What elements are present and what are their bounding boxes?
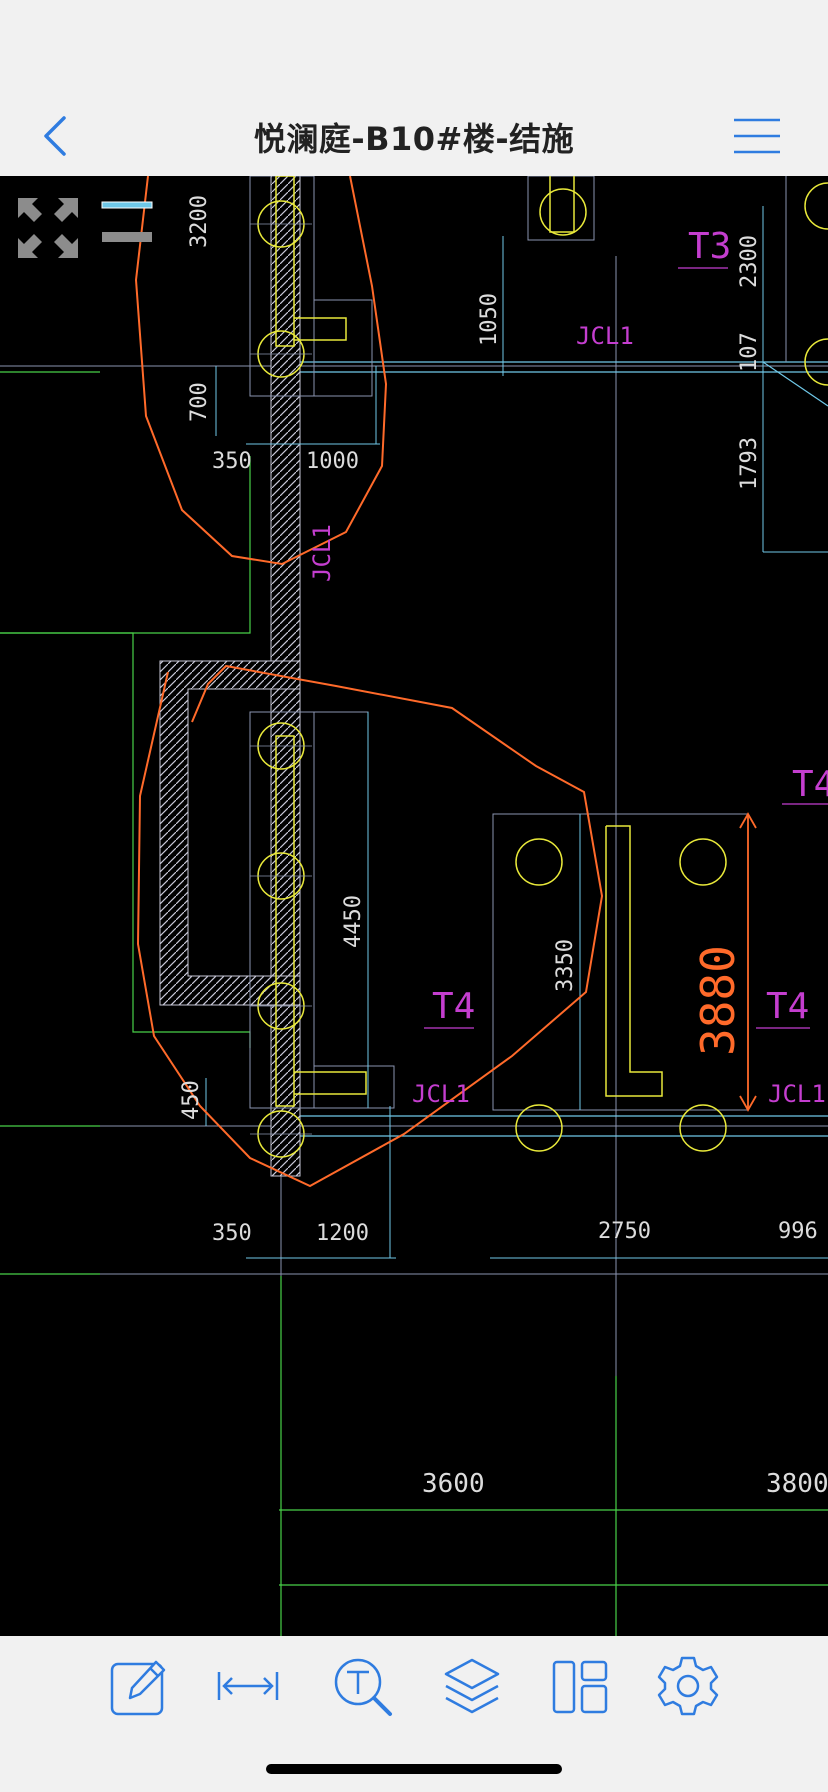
dim-2300: 2300 [737, 235, 762, 288]
text-search-icon [334, 1658, 392, 1716]
hamburger-menu-icon [734, 118, 780, 154]
layout-button[interactable] [548, 1654, 612, 1718]
label-t3: T3 [688, 226, 731, 267]
back-button[interactable] [38, 112, 78, 160]
label-t4-a: T4 [792, 764, 828, 805]
dim-3600: 3600 [422, 1469, 485, 1499]
wall-hatch-u [159, 660, 301, 1006]
dim-996: 996 [778, 1219, 818, 1244]
dim-2750: 2750 [598, 1219, 651, 1244]
dim-3350: 3350 [553, 939, 578, 992]
settings-icon [657, 1656, 719, 1716]
line-weight-icon [101, 201, 153, 242]
dim-1200: 1200 [316, 1221, 369, 1246]
drawing-canvas[interactable]: T3 JCL1 JCL1 T4 T4 T4 JCL1 JCL1 3200 700… [0, 176, 828, 1636]
dim-3880: 3880 [691, 945, 745, 1056]
layout-icon [552, 1660, 608, 1714]
dimension-lines [205, 206, 828, 1259]
revision-clouds [134, 176, 604, 1188]
page-title: 悦澜庭-B10#楼-结施 [253, 120, 575, 158]
label-jcl1-b: JCL1 [308, 524, 336, 582]
label-underlines [424, 267, 828, 1029]
pile-crosshairs [250, 223, 312, 1135]
dim-107: 107 [737, 332, 762, 372]
navigation-bar: 悦澜庭-B10#楼-结施 [0, 96, 828, 176]
status-bar [0, 0, 828, 96]
cad-drawing: T3 JCL1 JCL1 T4 T4 T4 JCL1 JCL1 3200 700… [0, 176, 828, 1636]
layers-icon [444, 1658, 500, 1714]
label-t4-c: T4 [766, 986, 809, 1027]
dim-700: 700 [187, 382, 212, 422]
dim-350-top: 350 [212, 449, 252, 474]
edit-icon [110, 1660, 166, 1716]
dimension-3880-arrow [739, 812, 757, 1112]
chevron-left-icon [44, 116, 66, 156]
dim-3200: 3200 [187, 195, 212, 248]
measure-icon [217, 1672, 279, 1700]
label-t4-b: T4 [432, 986, 475, 1027]
dim-1793: 1793 [737, 437, 762, 490]
fullscreen-button[interactable] [16, 196, 80, 260]
line-weight-button[interactable] [100, 200, 156, 248]
label-jcl1-c: JCL1 [412, 1080, 470, 1108]
dim-1000: 1000 [306, 449, 359, 474]
settings-button[interactable] [656, 1654, 720, 1718]
dim-350-bottom: 350 [212, 1221, 252, 1246]
layers-button[interactable] [440, 1654, 504, 1718]
home-indicator [266, 1764, 562, 1774]
text-search-button[interactable] [330, 1654, 394, 1718]
menu-button[interactable] [732, 114, 782, 158]
measure-button[interactable] [216, 1654, 280, 1718]
dim-450: 450 [179, 1080, 204, 1120]
label-jcl1-a: JCL1 [576, 322, 634, 350]
expand-arrows-icon [18, 198, 78, 258]
label-jcl1-d: JCL1 [768, 1080, 826, 1108]
dim-1050: 1050 [477, 293, 502, 346]
dim-3800: 3800 [766, 1469, 828, 1499]
edit-button[interactable] [106, 1654, 170, 1718]
foundation-outlines [249, 176, 787, 1111]
cyan-lines [300, 361, 828, 1137]
dim-4450: 4450 [341, 895, 366, 948]
axis-lines [0, 176, 828, 1636]
